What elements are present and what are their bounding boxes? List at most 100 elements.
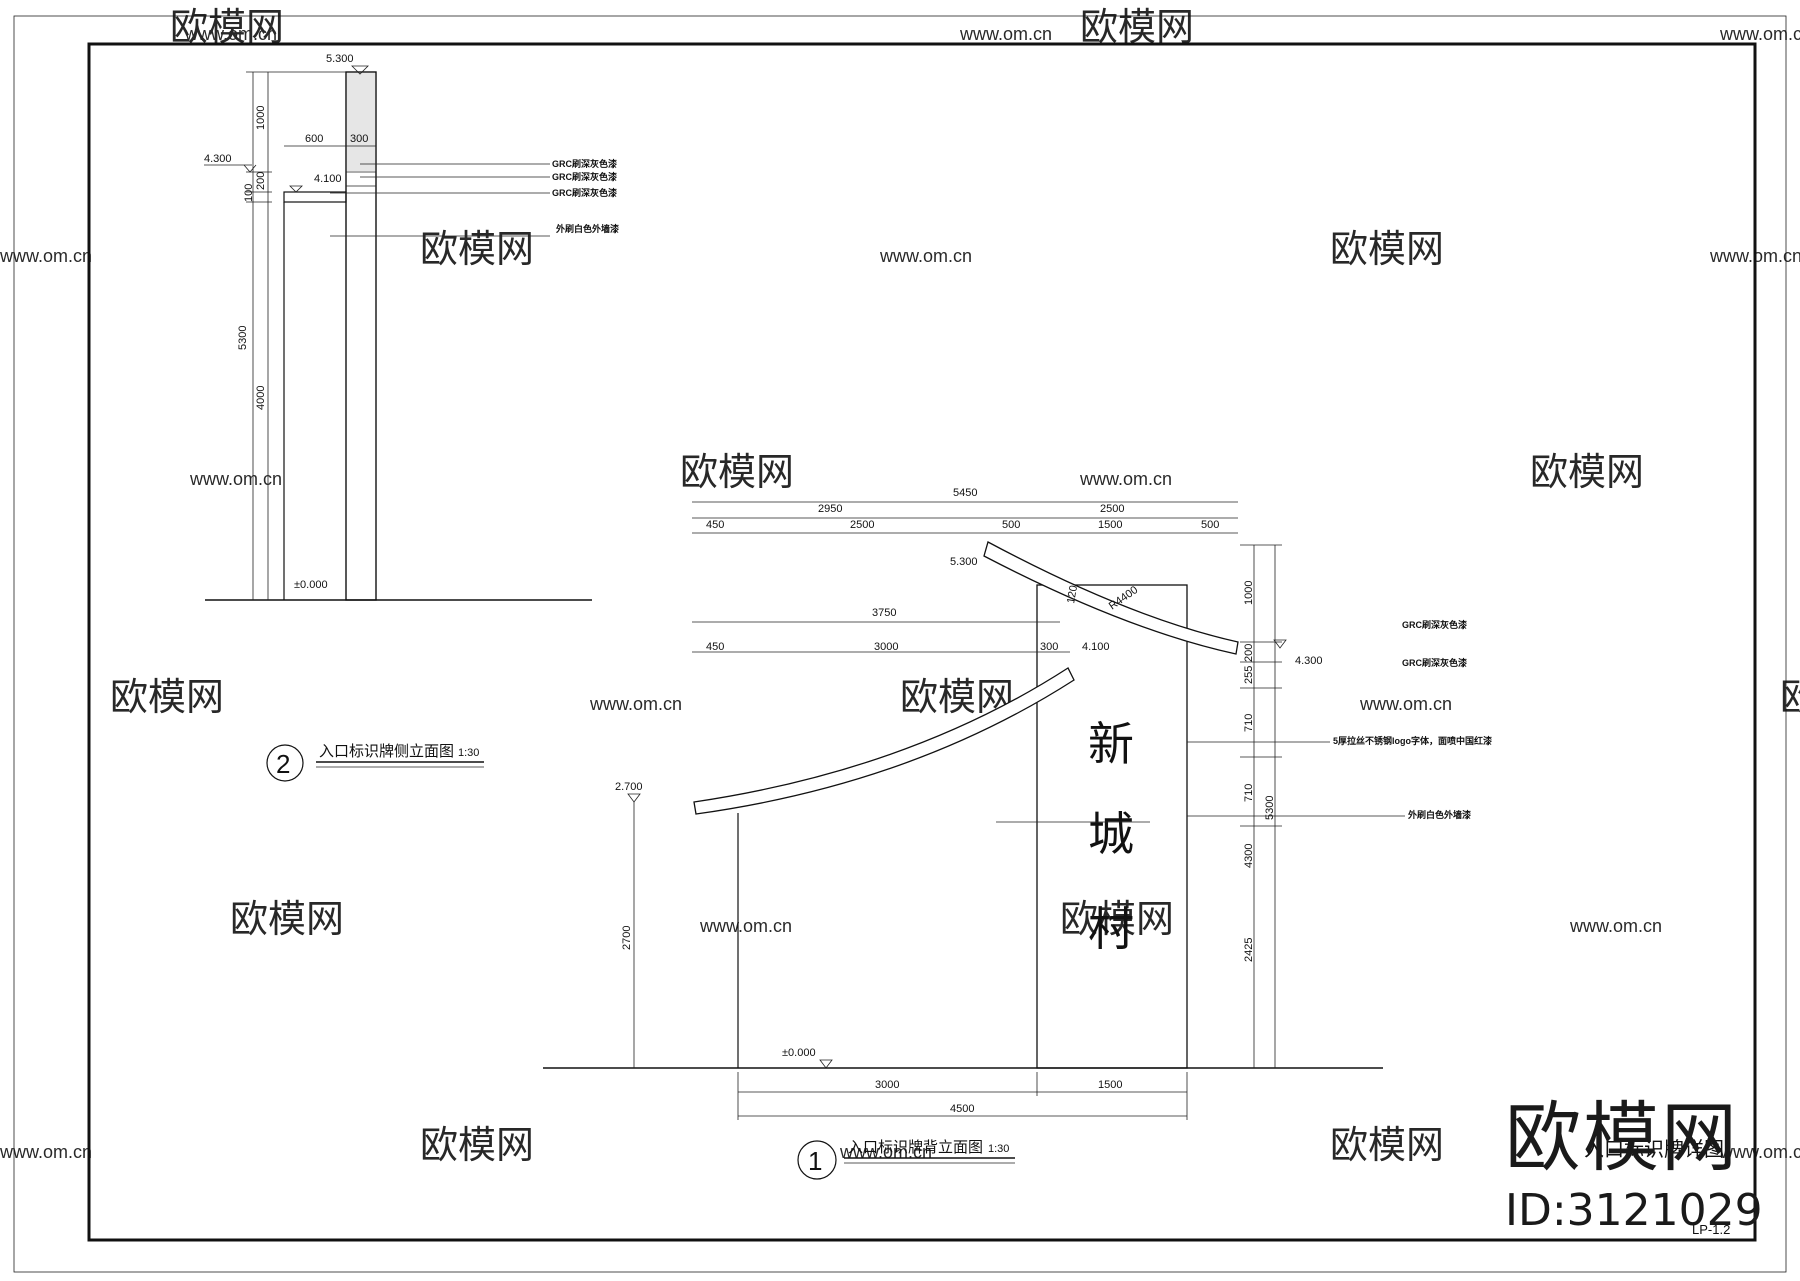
level-2700: 2.700 <box>615 781 643 793</box>
level-4300: 4.300 <box>1295 655 1323 667</box>
drawing-frame <box>87 42 1757 1242</box>
view-number-circle <box>266 744 304 782</box>
dim-450-mid: 450 <box>706 641 724 653</box>
rdim-4300: 4300 <box>1243 844 1255 868</box>
watermark-site: www.om.cn <box>839 1142 932 1162</box>
brand-stamp: 欧模网 ID:3121029 <box>1505 1098 1775 1236</box>
sheet-number: LP-1.2 <box>1692 1222 1730 1237</box>
dim-2500: 2500 <box>850 519 874 531</box>
low-curved-roof <box>693 667 1075 815</box>
note-logo: 5厚拉丝不锈钢logo字体，面喷中国红漆 <box>1333 735 1492 746</box>
watermark-site: www.om.cn <box>699 916 792 936</box>
watermark-logo: 欧模网 <box>680 452 794 494</box>
rdim-255: 255 <box>1243 666 1255 684</box>
watermark-site: www.om.cn <box>1719 24 1800 44</box>
dim-1500-top: 1500 <box>1098 519 1122 531</box>
view-number-circle <box>797 1140 837 1180</box>
bdim-4500: 4500 <box>950 1103 974 1115</box>
roof-thickness: 120 <box>1065 584 1080 604</box>
level-ground: ±0.000 <box>782 1047 816 1059</box>
watermark-site: www.om.cn <box>589 694 682 714</box>
watermark-logo: 欧模网 <box>1330 229 1444 271</box>
high-curved-roof <box>983 541 1239 655</box>
bdim-1500: 1500 <box>1098 1079 1122 1091</box>
watermark-site: www.om.cn <box>189 469 282 489</box>
watermark-layer: 欧模网欧模网欧模网欧模网欧模网欧模网欧模网欧模网欧模网欧模网欧模网欧模网欧模网w… <box>0 7 1800 1167</box>
view-scale: 1:30 <box>458 747 479 759</box>
note-grc-3: GRC刷深灰色漆 <box>552 187 617 198</box>
watermark-site: www.om.cn <box>1079 469 1172 489</box>
dim-100: 100 <box>243 184 255 202</box>
watermark-logo: 欧模网 <box>110 677 224 719</box>
dim-5450: 5450 <box>953 487 977 499</box>
watermark-logo: 欧模网 <box>420 229 534 271</box>
view-number: 1 <box>808 1146 822 1176</box>
view-title: 入口标识牌侧立面图 <box>319 743 454 760</box>
view-scale: 1:30 <box>988 1143 1009 1155</box>
rdim-710-b: 710 <box>1243 784 1255 802</box>
note-grc-2: GRC刷深灰色漆 <box>552 171 617 182</box>
level-5300: 5.300 <box>326 53 354 65</box>
rdim-1000: 1000 <box>1243 581 1255 605</box>
note-wall: 外刷白色外墙漆 <box>1407 809 1471 820</box>
rdim-200: 200 <box>1243 644 1255 662</box>
watermark-logo: 欧模网 <box>170 7 284 49</box>
watermark-site: www.om.cn <box>959 24 1052 44</box>
dim-500-a: 500 <box>1002 519 1020 531</box>
dim-500-b: 500 <box>1201 519 1219 531</box>
brand-id: ID:3121029 <box>1505 1185 1763 1236</box>
side-elevation-view: 1000 200 100 5300 4000 600 300 5.300 4.3… <box>204 53 619 782</box>
watermark-site: www.om.cn <box>1359 694 1452 714</box>
watermark-site: www.om.cn <box>1719 1142 1800 1162</box>
level-5300: 5.300 <box>950 556 978 568</box>
note-grc-1: GRC刷深灰色漆 <box>552 158 617 169</box>
watermark-logo: 欧模网 <box>1530 452 1644 494</box>
dim-3000-mid: 3000 <box>874 641 898 653</box>
sign-char-1: 新 <box>1088 717 1134 771</box>
level-4300: 4.300 <box>204 153 232 165</box>
brand-logo: 欧模网 <box>1505 1093 1739 1182</box>
sheet-drawing-title: 入口标识牌详图 <box>1584 1138 1724 1161</box>
watermark-logo: 欧模网 <box>1060 899 1174 941</box>
watermark-logo: 欧模网 <box>420 1125 534 1167</box>
dim-300: 300 <box>350 133 368 145</box>
dim-5300: 5300 <box>237 326 249 350</box>
dim-600: 600 <box>305 133 323 145</box>
note-wall: 外刷白色外墙漆 <box>555 223 619 234</box>
level-4100: 4.100 <box>314 173 342 185</box>
watermark-site: www.om.cn <box>1569 916 1662 936</box>
back-elevation-view: 新 城 村 5450 2950 2500 450 2500 500 1500 5… <box>543 487 1492 1180</box>
dim-2500-right: 2500 <box>1100 503 1124 515</box>
dim-450-top: 450 <box>706 519 724 531</box>
watermark-site: www.om.cn <box>0 246 92 266</box>
dim-2700: 2700 <box>621 926 633 950</box>
view-number: 2 <box>276 749 290 779</box>
watermark-logo: 欧模网 <box>1330 1125 1444 1167</box>
dim-2950: 2950 <box>818 503 842 515</box>
note-grc-2: GRC刷深灰色漆 <box>1402 657 1467 668</box>
watermark-site: www.om.cn <box>184 24 277 44</box>
dim-200: 200 <box>255 172 267 190</box>
watermark-site: www.om.cn <box>879 246 972 266</box>
watermark-site: www.om.cn <box>1709 246 1800 266</box>
rdim-2425: 2425 <box>1243 938 1255 962</box>
watermark-logo: 欧模网 <box>1080 7 1194 49</box>
dim-300-mid: 300 <box>1040 641 1058 653</box>
note-grc-1: GRC刷深灰色漆 <box>1402 619 1467 630</box>
rdim-710-a: 710 <box>1243 714 1255 732</box>
watermark-logo: 欧模网 <box>230 899 344 941</box>
dim-1000: 1000 <box>255 106 267 130</box>
rdim-5300: 5300 <box>1264 796 1276 820</box>
bdim-3000: 3000 <box>875 1079 899 1091</box>
dim-4000: 4000 <box>255 386 267 410</box>
level-4100: 4.100 <box>1082 641 1110 653</box>
watermark-site: www.om.cn <box>0 1142 92 1162</box>
column-cap-hatch <box>347 73 375 171</box>
view-title: 入口标识牌背立面图 <box>848 1139 983 1156</box>
sign-char-3: 村 <box>1088 902 1134 956</box>
sign-char-2: 城 <box>1088 807 1134 861</box>
watermark-logo: 欧模网 <box>1780 677 1800 719</box>
level-ground: ±0.000 <box>294 579 328 591</box>
dim-3750: 3750 <box>872 607 896 619</box>
